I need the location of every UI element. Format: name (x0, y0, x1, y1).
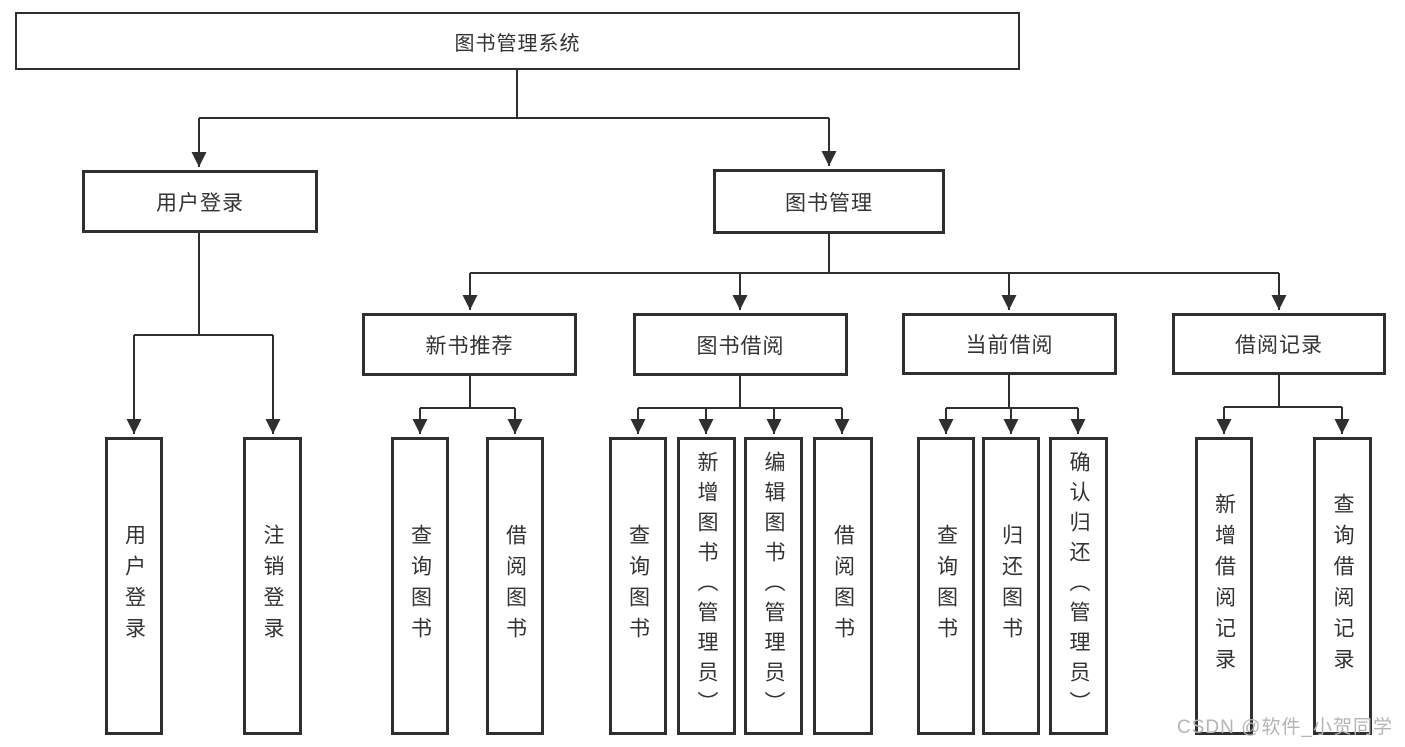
leaf-label: 归还图书 (999, 524, 1023, 648)
leaf-label: 注销登录 (261, 524, 284, 648)
leaf-logout: 注销登录 (243, 437, 302, 735)
node-root: 图书管理系统 (15, 12, 1020, 70)
leaf-bb-borrow-book: 借阅图书 (813, 437, 873, 735)
leaf-label: 查询图书 (626, 524, 650, 648)
leaf-cb-confirm-return-admin: 确认归还（管理员） (1049, 437, 1108, 735)
node-user-login: 用户登录 (82, 170, 318, 233)
leaf-bb-query-book: 查询图书 (609, 437, 667, 735)
leaf-label: 查询图书 (408, 524, 432, 648)
leaf-cb-query-book: 查询图书 (917, 437, 975, 735)
csdn-watermark: CSDN @软件_小贺同学 (1177, 717, 1393, 738)
node-borrow-records: 借阅记录 (1172, 313, 1386, 375)
leaf-bb-add-book-admin: 新增图书（管理员） (677, 437, 736, 735)
leaf-label: 新增图书（管理员） (695, 451, 718, 721)
leaf-label: 查询借阅记录 (1331, 493, 1354, 679)
leaf-label: 新增借阅记录 (1212, 493, 1236, 679)
node-new-book-recommend: 新书推荐 (362, 313, 577, 376)
leaf-rec-borrow-book: 借阅图书 (486, 437, 544, 735)
leaf-cb-return-book: 归还图书 (982, 437, 1040, 735)
leaf-br-query-record: 查询借阅记录 (1313, 437, 1372, 735)
leaf-user-login: 用户登录 (105, 437, 163, 735)
connector-arrows (126, 118, 1350, 434)
node-current-borrow: 当前借阅 (902, 313, 1117, 375)
leaf-label: 用户登录 (122, 524, 146, 648)
leaf-label: 借阅图书 (503, 524, 527, 648)
leaf-br-add-record: 新增借阅记录 (1195, 437, 1253, 735)
leaf-label: 借阅图书 (831, 524, 855, 648)
node-book-borrow: 图书借阅 (633, 313, 848, 376)
leaf-label: 编辑图书（管理员） (762, 451, 785, 721)
leaf-label: 查询图书 (934, 524, 958, 648)
leaf-label: 确认归还（管理员） (1067, 451, 1090, 721)
node-book-management: 图书管理 (713, 169, 945, 234)
leaf-rec-query-book: 查询图书 (391, 437, 449, 735)
leaf-bb-edit-book-admin: 编辑图书（管理员） (744, 437, 803, 735)
